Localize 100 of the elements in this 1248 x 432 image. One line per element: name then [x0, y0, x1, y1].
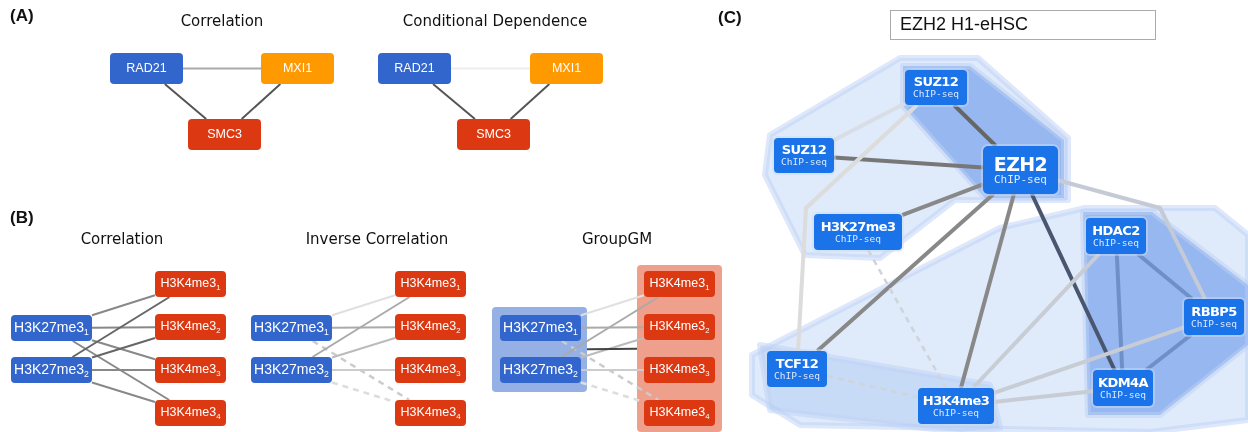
gene-box [11, 315, 92, 341]
gene-box [500, 357, 581, 383]
node-label: SMC3 [476, 127, 511, 142]
node-label: RBBP5 [1191, 304, 1237, 319]
edge-line [509, 83, 551, 120]
gene-box [395, 400, 466, 426]
edge-line [580, 326, 645, 329]
gene-box [395, 357, 466, 383]
node-label: H3K4me3$_{1}$ [400, 277, 461, 291]
edge-line [432, 83, 476, 120]
edge-line [71, 340, 171, 401]
edge-line [182, 67, 262, 70]
edge-line [91, 294, 156, 317]
chart-title: Conditional Dependence [401, 12, 589, 30]
edge-line [815, 192, 995, 353]
edge-line [1144, 333, 1193, 372]
assay-label: ChIP-seq [781, 157, 827, 168]
gene-box [251, 315, 332, 341]
node-label: H3K27me3$_{1}$ [254, 320, 329, 336]
node-label: H3K4me3$_{2}$ [400, 320, 461, 334]
edge-line [311, 296, 411, 358]
assay-label: ChIP-seq [1100, 389, 1146, 401]
node-label: H3K4me3$_{4}$ [160, 406, 221, 420]
gene-box [644, 400, 715, 426]
network-node [814, 214, 902, 250]
network-node [918, 388, 994, 424]
dashed-edge [867, 249, 947, 389]
node-label: RAD21 [126, 61, 167, 76]
edge-line [240, 83, 282, 120]
edge-line [580, 337, 645, 359]
dashed-edge [312, 339, 410, 402]
gene-box [155, 314, 226, 340]
edge-line [1029, 193, 1117, 371]
node-label: SMC3 [207, 127, 242, 142]
chart-title: Inverse Correlation [304, 230, 450, 248]
gene-box [457, 119, 530, 150]
edge-line [580, 369, 645, 371]
node-label: TCF12 [775, 356, 819, 371]
edge-line [331, 369, 396, 371]
edge-line [1057, 178, 1207, 300]
gene-box [395, 271, 466, 297]
edge-line [952, 103, 998, 148]
group-box [637, 265, 722, 432]
node-label: H3K4me3 [922, 393, 990, 408]
network-node [1086, 218, 1146, 254]
network-node [1093, 370, 1153, 406]
gene-box [395, 314, 466, 340]
node-label: H3K4me3$_{3}$ [160, 363, 221, 377]
edge-line [91, 326, 156, 329]
node-label: H3K27me3 [820, 219, 896, 234]
node-label: H3K27me3$_{2}$ [503, 362, 578, 378]
assay-label: ChIP-seq [994, 174, 1047, 187]
node-label: H3K4me3$_{2}$ [649, 320, 710, 334]
edge-line [586, 347, 638, 351]
node-label: H3K4me3$_{4}$ [649, 406, 710, 420]
dashed-edge [561, 339, 659, 402]
assay-label: ChIP-seq [835, 233, 881, 245]
search-field: EZH2 H1-eHSC [890, 10, 1156, 40]
node-label: SUZ12 [913, 75, 959, 90]
gene-box [500, 315, 581, 341]
edge-line [1136, 252, 1194, 301]
node-label: H3K4me3$_{1}$ [649, 277, 710, 291]
gene-box [110, 53, 183, 84]
panel-label: (A) [10, 6, 34, 26]
edge-line [71, 296, 171, 358]
edge-line [580, 294, 645, 317]
chart-title: Correlation [179, 12, 265, 30]
node-label: HDAC2 [1092, 223, 1140, 238]
edge-line [91, 369, 156, 371]
node-label: H3K4me3$_{3}$ [400, 363, 461, 377]
gene-box [644, 271, 715, 297]
gene-box [251, 357, 332, 383]
network-node [1184, 299, 1244, 335]
node-label: H3K4me3$_{1}$ [160, 277, 221, 291]
network-node [983, 146, 1058, 194]
gene-box [11, 357, 92, 383]
gene-box [644, 357, 715, 383]
assay-label: ChIP-seq [1191, 318, 1237, 330]
network-node [774, 138, 834, 173]
edge-line [560, 296, 660, 358]
edge-line [163, 83, 208, 120]
node-label: MXI1 [551, 61, 582, 76]
assay-label: ChIP-seq [933, 407, 979, 419]
gene-box [530, 53, 603, 84]
node-label: H3K27me3$_{2}$ [254, 362, 329, 378]
assay-label: ChIP-seq [774, 370, 820, 382]
node-label: RAD21 [394, 61, 435, 76]
gene-box [188, 119, 261, 150]
edge-line [796, 103, 919, 352]
edge-line [993, 389, 1094, 404]
group-box [492, 307, 587, 392]
node-label: EZH2 [993, 153, 1048, 175]
node-label: MXI1 [282, 61, 313, 76]
chart-title: GroupGM [580, 230, 654, 248]
edge-line [331, 326, 396, 329]
chart-title: Correlation [79, 230, 165, 248]
gene-box [155, 400, 226, 426]
node-label: H3K4me3$_{3}$ [649, 363, 710, 377]
gene-box [644, 314, 715, 340]
edge-line [833, 101, 906, 142]
